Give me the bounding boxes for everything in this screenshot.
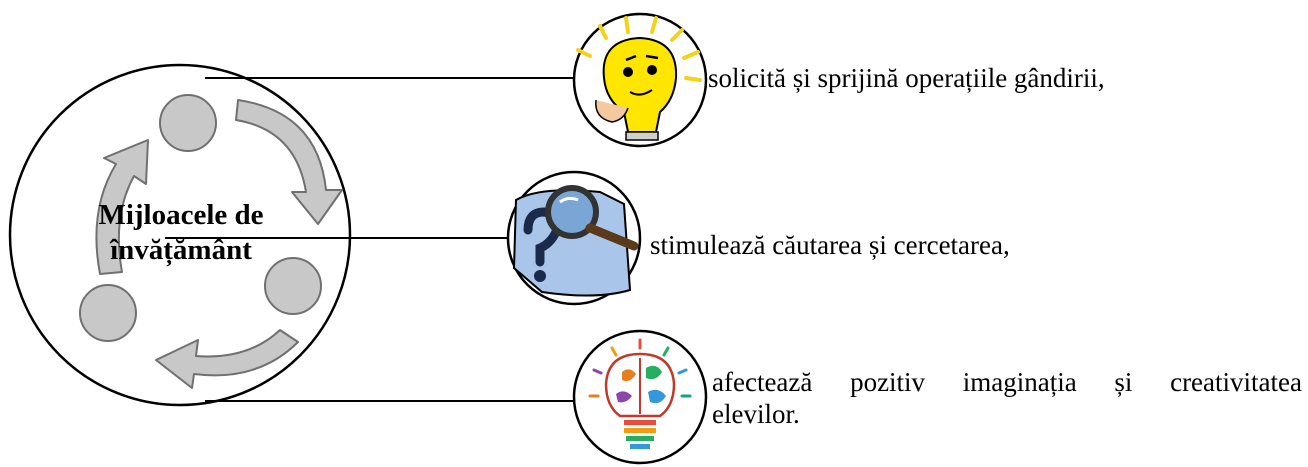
magnifying-glass-question-icon: [506, 170, 642, 306]
item-text-research: stimulează căutarea și cercetarea,: [650, 230, 1010, 260]
center-title-line2: învățământ: [110, 234, 252, 266]
item-text-creativity: afectează pozitiv imaginația și creativi…: [712, 366, 1302, 430]
cycle-arrow-bottom: [155, 329, 299, 389]
item-text-creativity-line1: afectează pozitiv imaginația și creativi…: [712, 367, 1302, 397]
lightbulb-thinking-icon: [572, 12, 708, 148]
cycle-node-right: [264, 257, 322, 315]
center-title: Mijloacele de învățământ: [76, 198, 286, 268]
cycle-arrow-left: [95, 139, 149, 275]
creative-brain-bulb-icon: [572, 329, 708, 465]
center-title-line1: Mijloacele de: [98, 199, 264, 231]
cycle-icon: [79, 94, 343, 389]
item-text-thinking: solicită și sprijină operațiile gândirii…: [708, 63, 1105, 93]
cycle-arrow-right: [235, 99, 343, 225]
cycle-node-top: [159, 94, 217, 152]
item-text-creativity-line2: elevilor.: [712, 399, 800, 429]
cycle-node-left: [79, 284, 137, 342]
